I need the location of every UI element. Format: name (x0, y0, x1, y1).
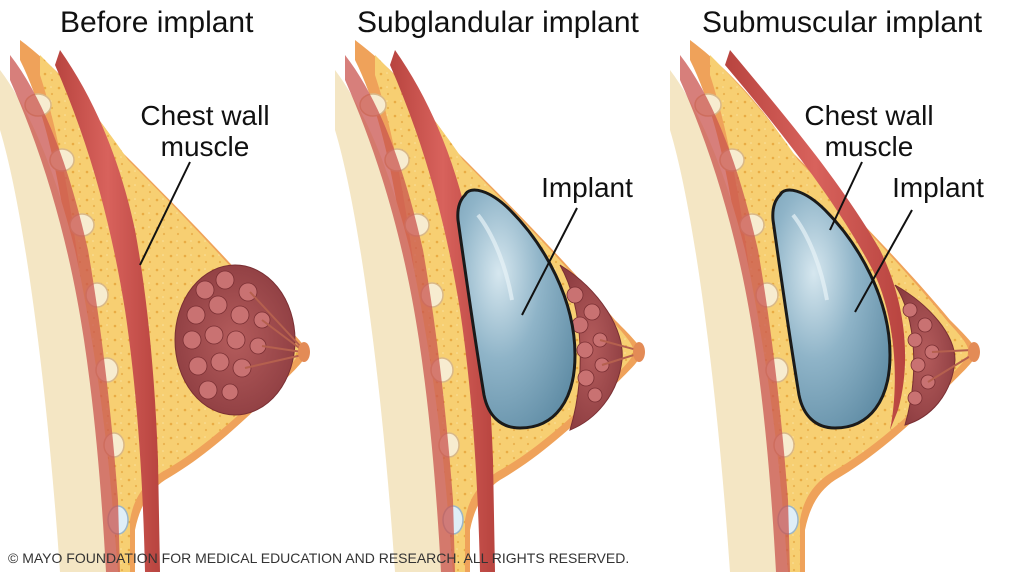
chest-wall (0, 70, 118, 572)
implant (456, 188, 577, 430)
gland-lobules (566, 286, 610, 403)
nipple (968, 342, 980, 362)
label-line-2: muscle (160, 131, 250, 162)
chest-wall-muscle (55, 50, 160, 572)
label-line-2: muscle (824, 131, 914, 162)
panel-before-implant (0, 40, 310, 572)
label-line-1: Implant (892, 172, 984, 203)
label-line-1: Chest wall (140, 100, 270, 131)
intercostal-muscle (345, 55, 455, 572)
copyright-notice: © MAYO FOUNDATION FOR MEDICAL EDUCATION … (8, 550, 630, 566)
panel-title-submuscular-implant: Submuscular implant (702, 6, 983, 39)
intercostal-muscle (680, 55, 790, 572)
chest-wall-muscle (725, 50, 906, 430)
implant-highlight (476, 213, 514, 301)
intercostal-muscle (10, 55, 120, 572)
label-implant-subglandular: Implant (532, 172, 642, 203)
panel-title-before-implant: Before implant (60, 6, 254, 39)
milk-ducts (599, 339, 638, 366)
nipple (633, 342, 645, 362)
label-line-1: Implant (541, 172, 633, 203)
label-chest-wall-muscle-submuscular: Chest wall muscle (796, 100, 942, 162)
gland-lobules (902, 302, 940, 406)
milk-ducts (927, 349, 973, 383)
label-chest-wall-muscle-before: Chest wall muscle (132, 100, 278, 162)
implant-highlight (791, 213, 829, 301)
leader-line-chest-wall-muscle (139, 161, 191, 266)
milk-ducts (244, 291, 303, 369)
nipple (298, 342, 310, 362)
panel-submuscular-implant (670, 40, 980, 572)
implant (771, 188, 892, 430)
panel-title-subglandular-implant: Subglandular implant (357, 6, 639, 39)
leader-line-chest-wall-muscle (829, 161, 863, 231)
chest-wall (335, 70, 453, 572)
label-implant-submuscular: Implant (883, 172, 993, 203)
chest-wall (670, 70, 788, 572)
leader-line-implant (854, 209, 913, 313)
panel-subglandular-implant (335, 40, 645, 572)
label-line-1: Chest wall (804, 100, 934, 131)
leader-line-implant (521, 207, 578, 316)
